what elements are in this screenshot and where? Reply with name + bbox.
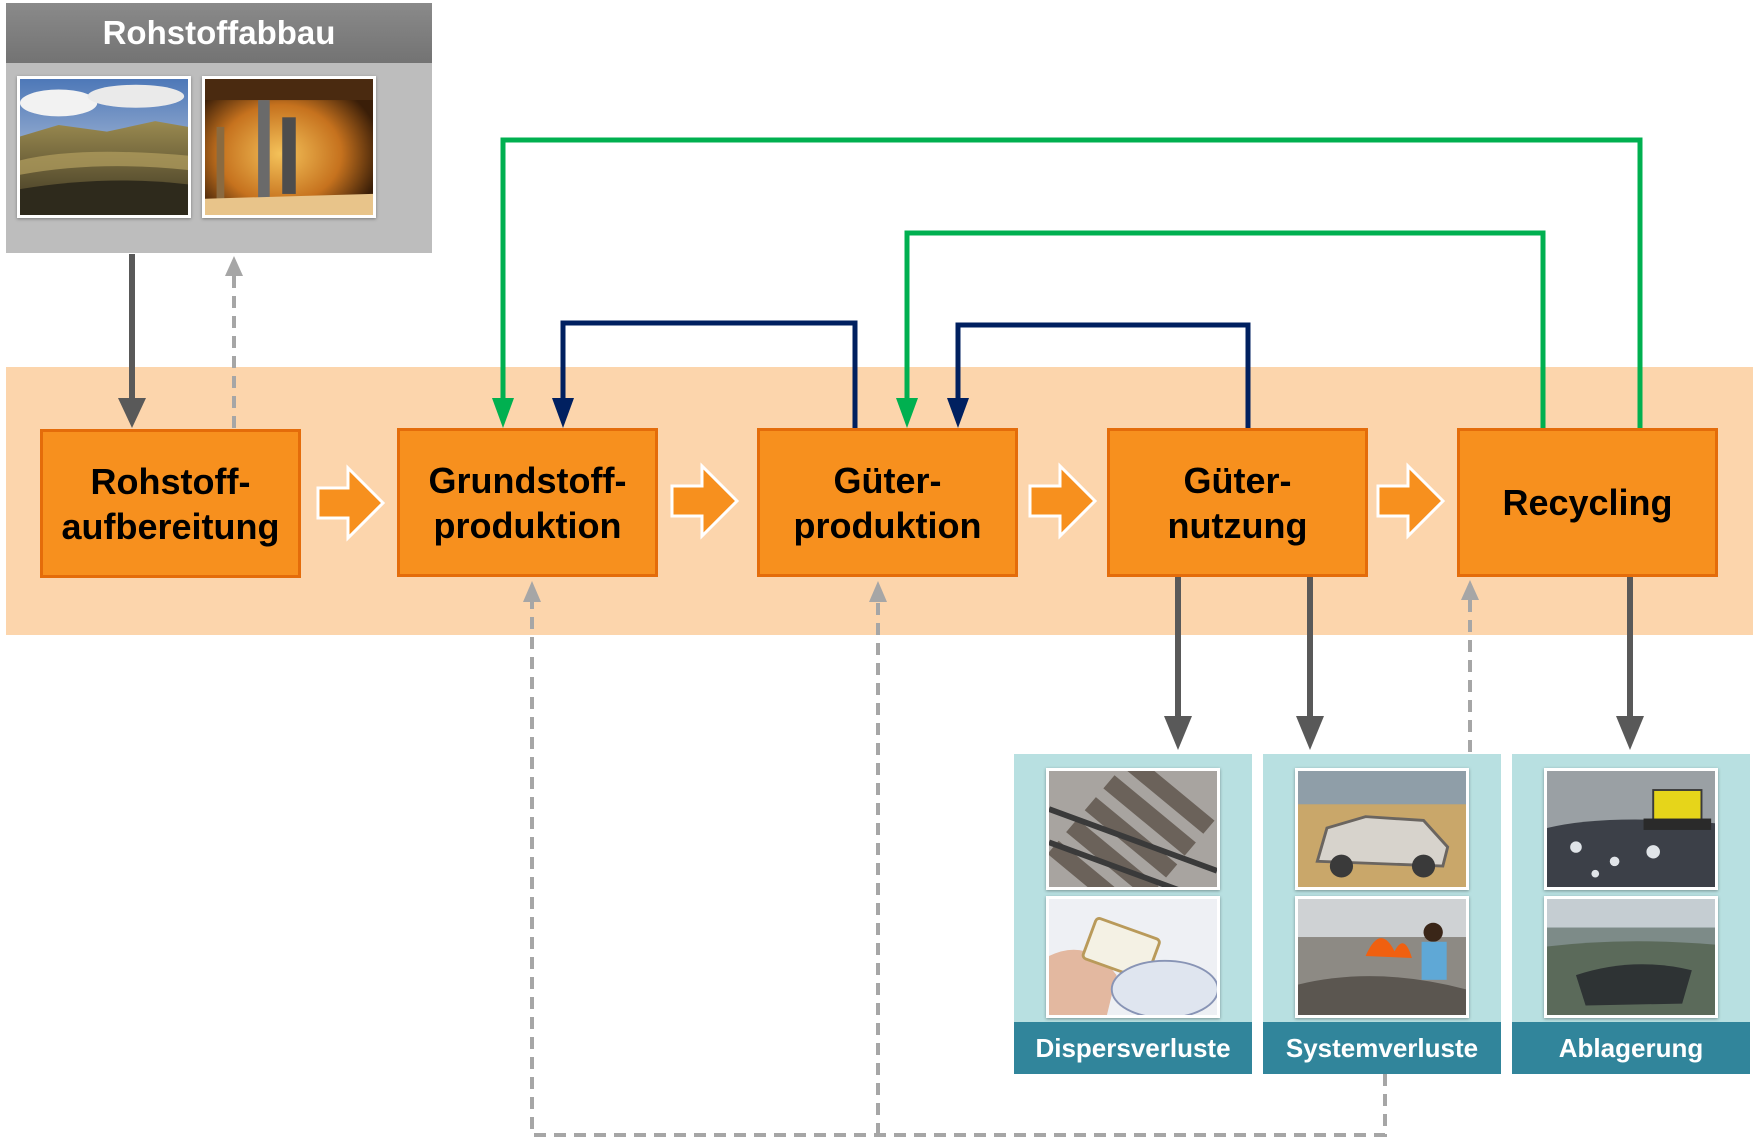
flow-arrow-nutzung-to-dispersverluste — [1164, 577, 1192, 750]
mining-title: Rohstoffabbau — [6, 3, 432, 63]
dashed-systemverluste-to-production — [523, 581, 1387, 1137]
step-arrow — [1028, 462, 1098, 540]
dashed-return-aufbereitung-to-mining — [225, 256, 243, 428]
green-loop-recycling-to-grundstoff — [492, 137, 1643, 428]
blue-loop-gueternutzung-to-gueterproduktion — [947, 322, 1251, 428]
landfill-bulldozer-photo — [1544, 768, 1718, 890]
blue-loop-gueterproduktion-to-grundstoff — [552, 320, 858, 428]
step-arrow — [670, 462, 740, 540]
dashed-systemverluste-to-recycling — [1461, 580, 1479, 752]
process-step-label: Recycling — [1502, 482, 1673, 523]
step-arrow — [1376, 462, 1446, 540]
step-arrow — [316, 464, 386, 542]
underground-mine-photo — [202, 76, 376, 218]
process-step-label: Güter- nutzung — [1167, 459, 1308, 546]
landfill-site-photo — [1544, 896, 1718, 1018]
loss-panel-systemverluste: Systemverluste — [1263, 754, 1501, 1074]
loss-panel-dispersverluste: Dispersverluste — [1014, 754, 1252, 1074]
scrapped-car-photo — [1295, 768, 1469, 890]
process-step-label: Rohstoff- aufbereitung — [61, 460, 280, 547]
process-step-grundstoffproduktion: Grundstoff- produktion — [397, 428, 658, 577]
process-step-gueterproduktion: Güter- produktion — [757, 428, 1018, 577]
loss-label-dispersverluste: Dispersverluste — [1014, 1022, 1252, 1074]
process-step-rohstoffaufbereitung: Rohstoff- aufbereitung — [40, 429, 301, 578]
loss-panel-ablagerung: Ablagerung — [1512, 754, 1750, 1074]
waste-burning-photo — [1295, 896, 1469, 1018]
mining-panel: Rohstoffabbau — [6, 3, 432, 253]
flow-arrow-recycling-to-ablagerung — [1616, 577, 1644, 750]
loss-label-ablagerung: Ablagerung — [1512, 1022, 1750, 1074]
railway-tracks-photo — [1046, 768, 1220, 890]
green-loop-recycling-to-gueterproduktion — [896, 230, 1546, 428]
flow-arrow-mining-to-aufbereitung — [118, 254, 146, 428]
open-pit-mine-photo — [17, 76, 191, 218]
flow-arrow-nutzung-to-systemverluste — [1296, 577, 1324, 750]
process-step-gueternutzung: Güter- nutzung — [1107, 428, 1368, 577]
process-step-label: Güter- produktion — [793, 459, 982, 546]
loss-label-systemverluste: Systemverluste — [1263, 1022, 1501, 1074]
rfid-tag-photo — [1046, 896, 1220, 1018]
process-step-recycling: Recycling — [1457, 428, 1718, 577]
process-step-label: Grundstoff- produktion — [428, 459, 627, 546]
